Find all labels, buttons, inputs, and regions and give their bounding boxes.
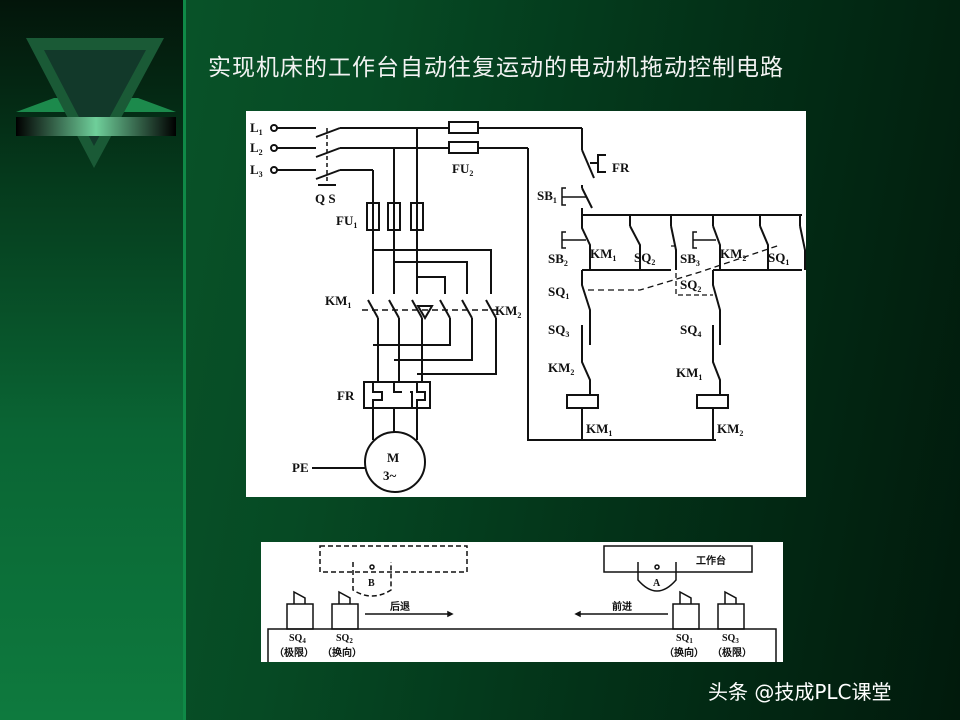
sq4-note: （极限）	[274, 646, 314, 659]
label-sb1: SB1	[537, 188, 557, 205]
worktable-label: 工作台	[696, 554, 726, 567]
worktable-layout-diagram: 工作台 A B 后退 前进 SQ4 （极限） SQ2 （换向） SQ1 （换向）…	[261, 542, 783, 662]
label-l1: L1	[250, 120, 263, 137]
label-km2-interlock: KM2	[548, 360, 574, 377]
slide-title: 实现机床的工作台自动往复运动的电动机拖动控制电路	[208, 55, 784, 81]
sq3-note: （极限）	[712, 646, 752, 659]
label-km1-interlock: KM1	[676, 365, 702, 382]
backward-label: 后退	[390, 600, 410, 613]
label-sq2-b: SQ2	[680, 277, 701, 294]
label-motor: M	[387, 450, 399, 465]
watermark: 头条 @技成PLC课堂	[708, 680, 892, 704]
label-fr-contact: FR	[612, 160, 630, 175]
label-l3: L3	[250, 162, 263, 179]
label-sq2-a: SQ2	[634, 250, 655, 267]
sidebar-divider	[183, 0, 186, 720]
cam-a-label: A	[653, 578, 661, 589]
label-sb3: SB3	[680, 251, 700, 268]
label-sq4: SQ4	[680, 322, 701, 339]
label-qs: Q S	[315, 191, 336, 206]
control-circuit-diagram: L1 L2 L3 Q S FU1 FU2 KM1 KM2 FR M 3~ PE …	[246, 111, 806, 497]
sq1-label: SQ1	[676, 633, 693, 645]
label-km2-coil: KM2	[717, 421, 743, 438]
sq2-label: SQ2	[336, 633, 353, 645]
sq4-label: SQ4	[289, 633, 306, 645]
label-km1-coil: KM1	[586, 421, 612, 438]
sq1-note: （换向）	[664, 646, 704, 659]
label-sb2: SB2	[548, 251, 568, 268]
triangle-logo-icon	[16, 38, 176, 168]
label-sq3: SQ3	[548, 322, 569, 339]
label-l2: L2	[250, 140, 263, 157]
cam-b-label: B	[368, 578, 375, 589]
label-km1-aux: KM1	[590, 246, 616, 263]
label-km2-main: KM2	[495, 303, 521, 320]
label-fr-main: FR	[337, 388, 355, 403]
label-km1-main: KM1	[325, 293, 351, 310]
forward-label: 前进	[612, 600, 632, 613]
label-fu2: FU2	[452, 161, 473, 178]
sq2-note: （换向）	[322, 646, 362, 659]
label-sq1-b: SQ1	[548, 284, 569, 301]
label-pe: PE	[292, 460, 309, 475]
sq3-label: SQ3	[722, 633, 739, 645]
label-fu1: FU1	[336, 213, 357, 230]
label-motor-phase: 3~	[383, 468, 397, 483]
label-km2-aux: KM2	[720, 246, 746, 263]
label-sq1-a: SQ1	[768, 250, 789, 267]
